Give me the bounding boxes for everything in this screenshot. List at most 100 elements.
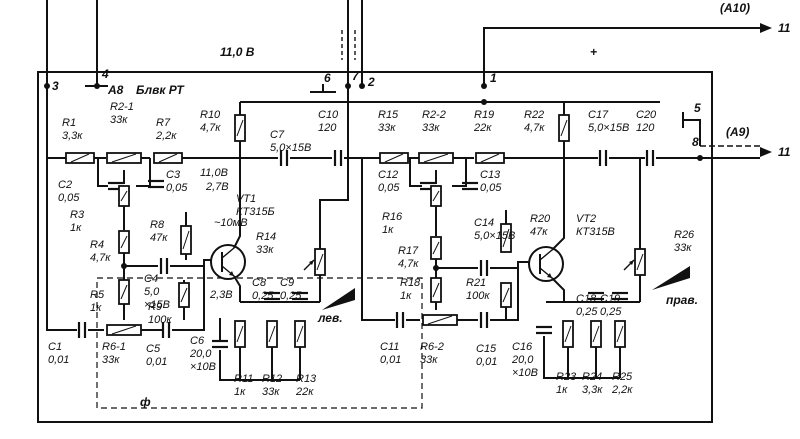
wire-C12 [409,158,422,187]
potentiometer-R26-hatch [636,253,644,271]
pin-8-label: 8 [692,135,699,149]
label-c14-0: C14 [474,217,494,229]
pin-1-label: 1 [490,71,497,85]
arrow-out-right [760,147,772,157]
wire-C16-gnd [543,336,620,379]
label-r15-0: R15 [378,109,399,121]
label-r4-0: R4 [90,239,104,251]
label-c11-0: C11 [380,341,399,353]
wire-VT2-emitter [551,277,565,302]
wire-VT1-emitter [233,275,241,302]
potentiometer-R2-1-hatch [111,153,137,163]
pin-4-label: 4 [101,67,109,81]
label-c6-2: ×10В [190,361,216,373]
label-c7-0: C7 [270,129,285,141]
label-r4-1: 4,7к [90,252,111,264]
label-r21-1: 100к [466,290,490,302]
label-r6-2-1: 33к [420,354,438,366]
label-vt2-0: VT2 [576,213,596,225]
board-name: A8 [107,83,124,97]
label-c17-0: C17 [588,109,609,121]
label-r17-0: R17 [398,245,419,257]
wire-out-top [483,27,760,86]
label-r15-1: 33к [378,122,396,134]
signal-level: ~10мВ [214,217,248,229]
label-r9-0: R9 [148,301,162,313]
label-r1-0: R1 [62,117,76,129]
label-c13-0: C13 [480,169,501,181]
label-c15-0: C15 [476,343,497,355]
board-outline [37,71,713,423]
resistor-R7-hatch [158,153,178,163]
label-r1-1: 3,3к [62,130,83,142]
volume-wedge-right [652,266,690,290]
label-r6-1-0: R6-1 [102,341,126,353]
resistor-R9-hatch [180,287,188,303]
label-c2-0: C2 [58,179,72,191]
potentiometer-R2-2-hatch [423,153,449,163]
label-r7-1: 2,2к [155,130,177,142]
resistor-R20-hatch [502,228,510,248]
label-r19-1: 22к [473,122,492,134]
vt1-emitter-voltage: 2,3В [209,289,233,301]
label-r11-1: 1к [234,386,246,398]
output-11-top: 11 [778,21,791,35]
label-r25-1: 2,2к [611,384,633,396]
label-vt2-1: КТ315В [576,226,615,238]
resistor-R10-hatch [236,119,244,137]
label-r3-1: 1к [70,222,82,234]
label-c18-0: C18 [576,293,597,305]
resistor-R21-hatch [502,287,510,303]
wire-C2-left [97,158,108,187]
label-r18-1: 1к [400,290,412,302]
label-c14-1: 5,0×15В [474,230,515,242]
resistor-R18-hatch [432,282,440,298]
label-r12-0: R12 [262,373,282,385]
label-r2-1-0: R2-1 [110,101,134,113]
label-c8-0: C8 [252,277,267,289]
transistor-VT1 [210,244,246,280]
label-r2-1-1: 33к [110,114,128,126]
resistor-R1-hatch [70,153,90,163]
resistor-R25-hatch [616,325,624,343]
potentiometer-R26-wiper-arrow [629,260,634,265]
label-c9-1: 0,25 [280,290,302,302]
label-r22-1: 4,7к [524,122,545,134]
label-r20-0: R20 [530,213,551,225]
label-r6-1-1: 33к [102,354,120,366]
label-r13-0: R13 [296,373,317,385]
label-r8-1: 47к [150,232,168,244]
resistor-R4-hatch [120,235,128,249]
label-c4-2: ×15В [144,299,170,311]
resistor-R15-hatch [384,153,404,163]
label-r24-0: R24 [582,371,602,383]
label-c19-1: 0,25 [600,306,622,318]
label-c15-1: 0,01 [476,356,497,368]
label-c6-0: C6 [190,335,205,347]
potentiometer-R6-1-hatch [111,325,137,335]
label-r6-2-0: R6-2 [420,341,444,353]
label-c12-0: C12 [378,169,398,181]
phi-label: ф [140,395,151,409]
label-c3-1: 0,05 [166,182,188,194]
potentiometer-R6-2-hatch [427,315,453,325]
label-r14-1: 33к [256,244,274,256]
transistor-VT1-emitter-arrow [229,271,234,276]
label-r7-0: R7 [156,117,171,129]
label-c8-1: 0,25 [252,290,274,302]
label-c5-1: 0,01 [146,356,167,368]
label-r2-2-0: R2-2 [422,109,446,121]
label-r22-0: R22 [524,109,544,121]
resistor-R3-hatch [120,190,128,202]
pin-7-label: 7 [352,69,360,83]
label-c4-1: 5,0 [144,286,160,298]
label-c10-1: 120 [318,122,337,134]
label-c10-0: C10 [318,109,339,121]
resistor-R11-hatch [236,325,244,343]
resistor-R8-hatch [182,230,190,250]
label-c11-1: 0,01 [380,354,401,366]
label-c20-1: 120 [636,122,655,134]
vt1-collector-voltage: 11,0В [200,167,228,179]
connector-A10: (А10) [720,1,750,15]
label-r23-1: 1к [556,384,568,396]
